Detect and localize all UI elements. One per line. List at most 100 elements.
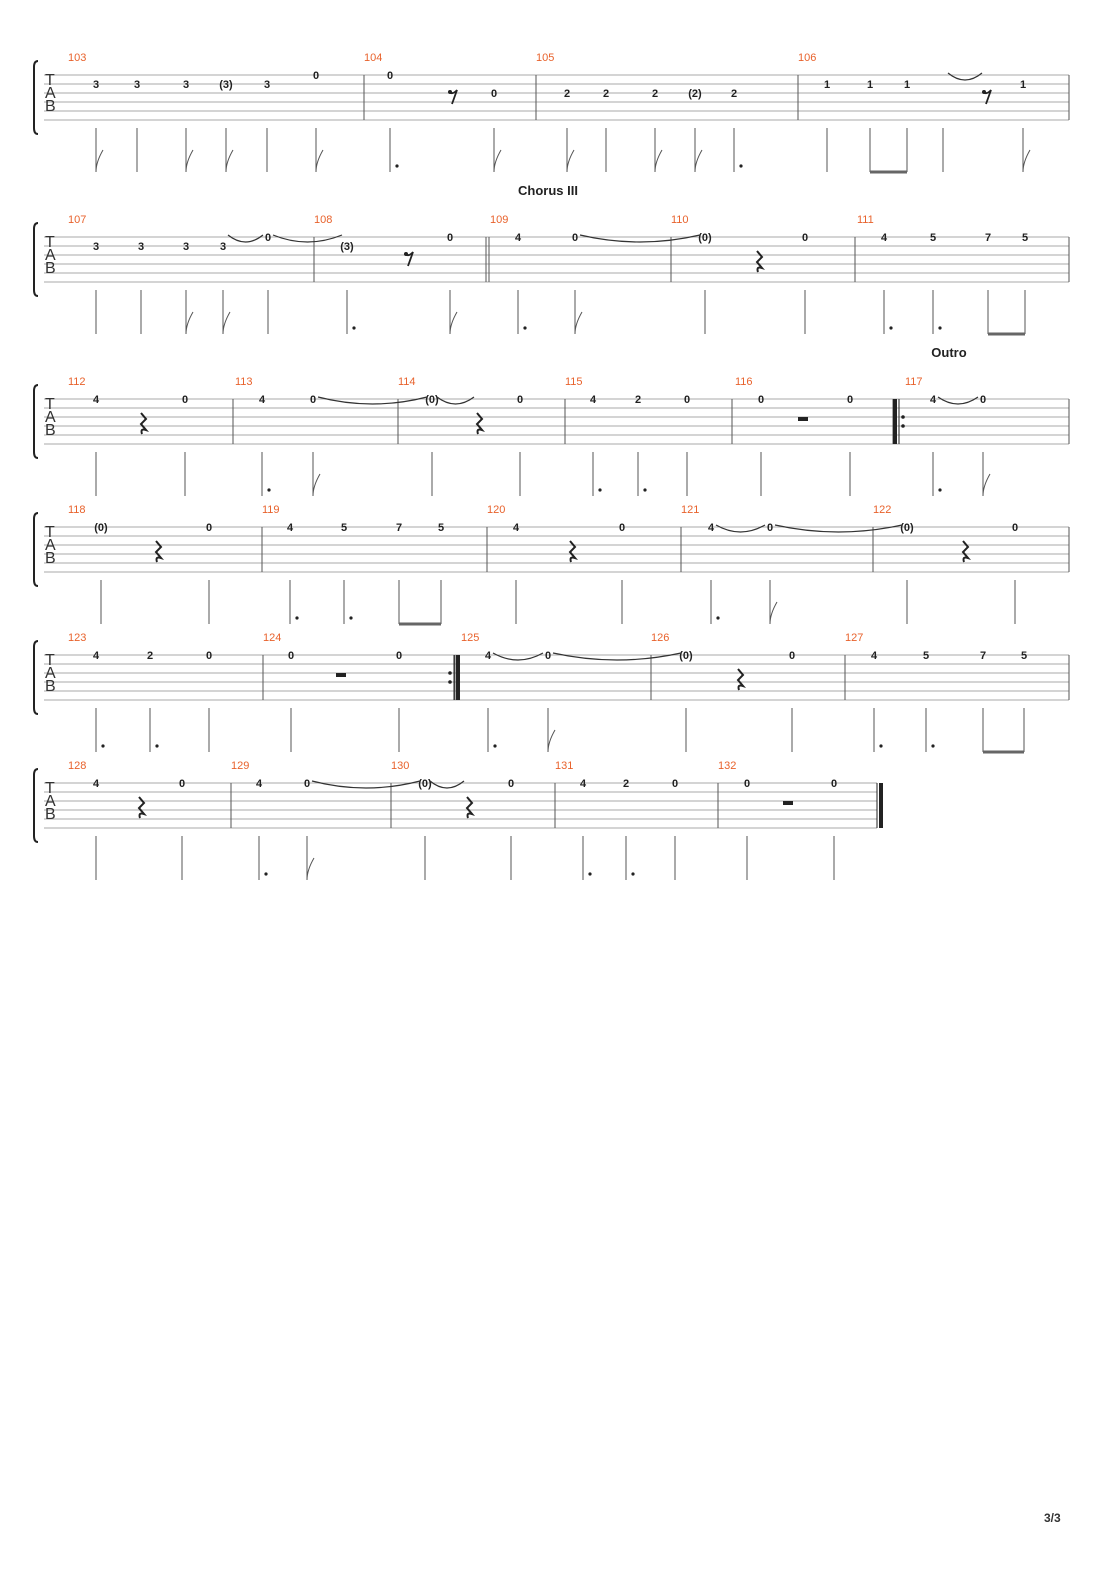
measure-number: 119 xyxy=(262,504,280,516)
fret-number: 3 xyxy=(183,241,189,253)
tab-clef-letter: B xyxy=(45,550,56,567)
measure-number: 111 xyxy=(857,214,874,226)
fret-number: 0 xyxy=(447,232,453,244)
fret-number: 4 xyxy=(485,650,492,662)
fret-number: (3) xyxy=(340,241,354,253)
eighth-flag-icon xyxy=(185,311,194,335)
fret-number: 0 xyxy=(310,394,316,406)
eighth-flag-icon xyxy=(769,601,778,625)
system-bracket xyxy=(33,222,39,297)
fret-number: (0) xyxy=(698,232,712,244)
fret-number: 4 xyxy=(513,522,520,534)
repeat-dot xyxy=(901,415,905,419)
quarter-rest-icon xyxy=(465,796,476,819)
fret-number: 0 xyxy=(847,394,853,406)
eighth-rest-icon xyxy=(404,252,408,256)
fret-number: 3 xyxy=(183,79,189,91)
tie-arc xyxy=(272,234,343,243)
fret-number: 4 xyxy=(515,232,522,244)
tab-clef-letter: T xyxy=(45,234,55,251)
tie-arc xyxy=(436,396,475,405)
fret-number: 1 xyxy=(824,79,830,91)
measure-number: 122 xyxy=(873,504,891,516)
quarter-rest-icon xyxy=(961,540,972,563)
fret-number: (3) xyxy=(219,79,233,91)
dot-icon xyxy=(938,488,942,492)
quarter-rest-icon xyxy=(139,412,150,435)
dot-icon xyxy=(264,872,268,876)
dot-icon xyxy=(889,326,893,330)
dot-icon xyxy=(716,616,720,620)
fret-number: 3 xyxy=(93,241,99,253)
fret-number: 0 xyxy=(684,394,690,406)
eighth-flag-icon xyxy=(222,311,231,335)
quarter-rest-icon xyxy=(568,540,579,563)
measure-number: 126 xyxy=(651,632,669,644)
tab-clef-letter: T xyxy=(45,72,55,89)
tie-arc xyxy=(311,780,421,789)
eighth-flag-icon xyxy=(95,149,104,173)
measure-number: 132 xyxy=(718,760,736,772)
measure-number: 131 xyxy=(555,760,573,772)
measure-number: 117 xyxy=(905,376,923,388)
eighth-flag-icon xyxy=(574,311,583,335)
eighth-flag-icon xyxy=(694,149,703,173)
half-rest-icon xyxy=(336,673,346,677)
fret-number: (2) xyxy=(688,88,702,100)
fret-number: 5 xyxy=(438,522,444,534)
fret-number: 0 xyxy=(387,70,393,82)
dot-icon xyxy=(295,616,299,620)
fret-number: 3 xyxy=(134,79,140,91)
measure-number: 123 xyxy=(68,632,86,644)
measure-number: 114 xyxy=(398,376,416,388)
tab-clef-letter: T xyxy=(45,396,55,413)
fret-number: 2 xyxy=(603,88,609,100)
measure-number: 127 xyxy=(845,632,863,644)
fret-number: 2 xyxy=(564,88,570,100)
fret-number: 3 xyxy=(138,241,144,253)
fret-number: (0) xyxy=(94,522,108,534)
fret-number: 7 xyxy=(985,232,991,244)
quarter-rest-icon xyxy=(736,668,747,691)
measure-number: 112 xyxy=(68,376,86,388)
fret-number: 4 xyxy=(256,778,263,790)
fret-number: 4 xyxy=(881,232,888,244)
tab-clef-letter: T xyxy=(45,780,55,797)
fret-number: 0 xyxy=(789,650,795,662)
quarter-rest-icon xyxy=(137,796,148,819)
dot-icon xyxy=(588,872,592,876)
tie-arc xyxy=(947,72,983,81)
fret-number: 5 xyxy=(923,650,929,662)
fret-number: 4 xyxy=(259,394,266,406)
fret-number: 7 xyxy=(396,522,402,534)
measure-number: 120 xyxy=(487,504,505,516)
fret-number: 0 xyxy=(572,232,578,244)
measure-number: 106 xyxy=(798,52,816,64)
fret-number: 4 xyxy=(580,778,587,790)
dot-icon xyxy=(931,744,935,748)
fret-number: 0 xyxy=(182,394,188,406)
tab-clef-letter: B xyxy=(45,806,56,823)
measure-number: 125 xyxy=(461,632,479,644)
fret-number: 0 xyxy=(517,394,523,406)
tab-clef-letter: T xyxy=(45,652,55,669)
measure-number: 124 xyxy=(263,632,281,644)
fret-number: 5 xyxy=(1021,650,1027,662)
fret-number: 0 xyxy=(672,778,678,790)
eighth-flag-icon xyxy=(1022,149,1031,173)
fret-number: 5 xyxy=(341,522,347,534)
fret-number: 4 xyxy=(93,778,100,790)
fret-number: 0 xyxy=(619,522,625,534)
dot-icon xyxy=(631,872,635,876)
fret-number: 4 xyxy=(871,650,878,662)
system-bracket xyxy=(33,512,39,587)
section-label-chorus: Chorus III xyxy=(518,183,578,198)
tab-clef-letter: A xyxy=(45,537,56,554)
fret-number: 0 xyxy=(758,394,764,406)
tab-clef-letter: A xyxy=(45,665,56,682)
measure-number: 105 xyxy=(536,52,554,64)
